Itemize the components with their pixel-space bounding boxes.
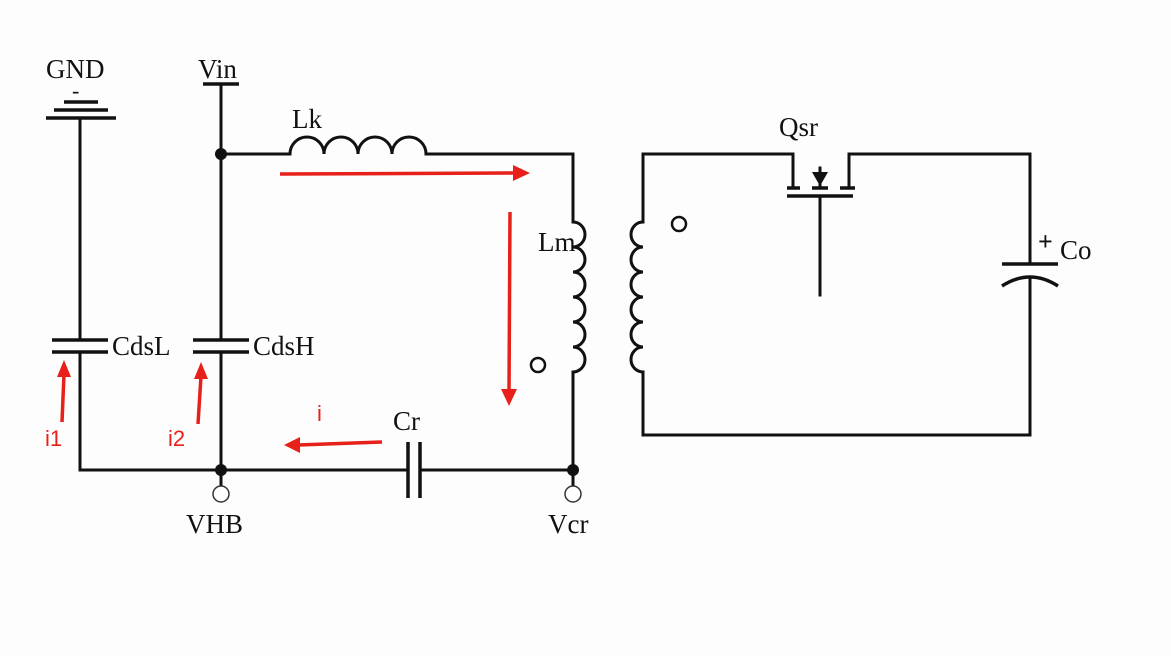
secondary-polarity-dot [670,215,688,233]
co-plus-sign: + [1038,227,1053,256]
current-arrow-i2 [194,362,208,425]
lm-label: Lm [538,227,576,257]
cr-capacitor [78,442,575,498]
cdsh-capacitor [193,338,249,472]
vin-label: Vin [198,54,237,84]
lk-label: Lk [292,104,322,134]
qsr-mosfet [641,152,1032,297]
ground-symbol [46,100,116,340]
current-label-i: i [317,401,322,426]
gnd-minus-sign: - [72,78,79,103]
gnd-label: GND [46,54,105,84]
current-label-i2: i2 [168,426,185,451]
cdsl-capacitor [52,338,108,472]
cdsl-label: CdsL [112,331,171,361]
cr-label: Cr [393,406,420,436]
vhb-label: VHB [186,509,243,539]
primary-polarity-dot [529,356,547,374]
lk-inductor [219,135,575,156]
co-capacitor [641,152,1059,437]
secondary-winding [629,152,645,437]
lm-primary-winding [571,152,587,472]
current-label-i1: i1 [45,426,62,451]
vcr-terminal [564,485,582,503]
cdsh-label: CdsH [253,331,315,361]
vcr-label: Vcr [548,509,588,539]
current-arrow-i1 [57,360,71,423]
co-label: Co [1060,235,1092,265]
vin-terminal [203,82,239,340]
current-arrow-i [284,437,383,453]
current-arrow-right [501,211,517,406]
vhb-terminal [212,485,230,503]
qsr-label: Qsr [779,112,818,142]
current-arrow-top [279,165,530,181]
